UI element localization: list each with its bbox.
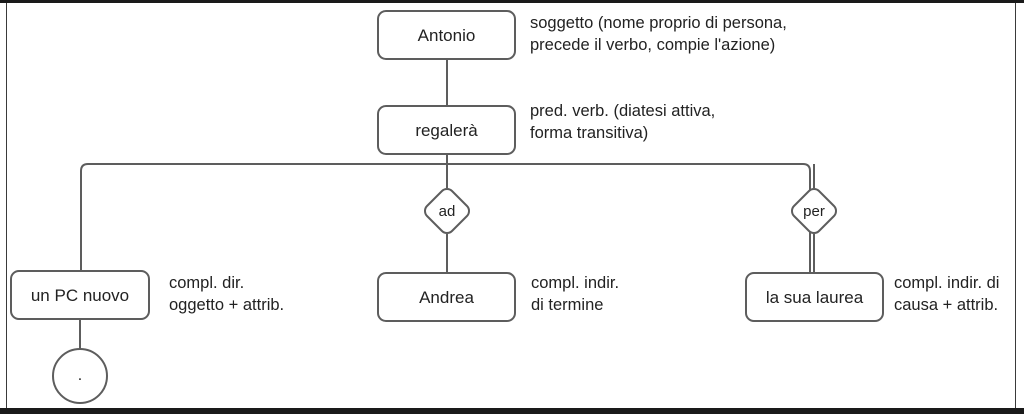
- preposition-diamond-ad[interactable]: ad: [423, 187, 471, 235]
- node-cause-complement[interactable]: la sua laurea: [745, 272, 884, 322]
- frame-bottom-border: [0, 408, 1024, 414]
- preposition-label-per: per: [803, 202, 825, 220]
- connector-per-to-laurea: [813, 234, 815, 272]
- preposition-label-ad: ad: [438, 202, 456, 220]
- branch-bus: [74, 158, 824, 278]
- node-subject[interactable]: Antonio: [377, 10, 516, 60]
- annotation-subject: soggetto (nome proprio di persona, prece…: [530, 14, 787, 54]
- preposition-diamond-per[interactable]: per: [790, 187, 838, 235]
- annotation-verb: pred. verb. (diatesi attiva, forma trans…: [530, 102, 716, 142]
- node-subject-label: Antonio: [417, 25, 476, 45]
- node-verb[interactable]: regalerà: [377, 105, 516, 155]
- node-indirect-object[interactable]: Andrea: [377, 272, 516, 322]
- connector-subject-to-verb: [446, 60, 448, 105]
- annotation-indirect-object: compl. indir. di termine: [531, 274, 620, 314]
- node-direct-object-label: un PC nuovo: [30, 285, 130, 305]
- connector-bus-to-ad-diamond: [446, 164, 448, 188]
- connector-object-to-period: [79, 320, 81, 350]
- connector-bus-to-per-diamond: [813, 164, 815, 188]
- annotation-cause-complement: compl. indir. di causa + attrib.: [894, 274, 1000, 314]
- frame-right-border: [1015, 3, 1016, 408]
- frame-left-border: [6, 3, 7, 408]
- connector-verb-to-bus: [446, 155, 448, 165]
- annotation-direct-object: compl. dir. oggetto + attrib.: [169, 274, 285, 314]
- frame-top-border: [0, 0, 1024, 3]
- sentence-terminator-circle[interactable]: .: [52, 348, 108, 404]
- node-cause-complement-label: la sua laurea: [765, 287, 864, 307]
- connector-ad-to-andrea: [446, 234, 448, 272]
- node-indirect-object-label: Andrea: [419, 287, 474, 307]
- node-verb-label: regalerà: [415, 120, 478, 140]
- node-direct-object[interactable]: un PC nuovo: [10, 270, 150, 320]
- sentence-terminator-label: .: [77, 367, 83, 384]
